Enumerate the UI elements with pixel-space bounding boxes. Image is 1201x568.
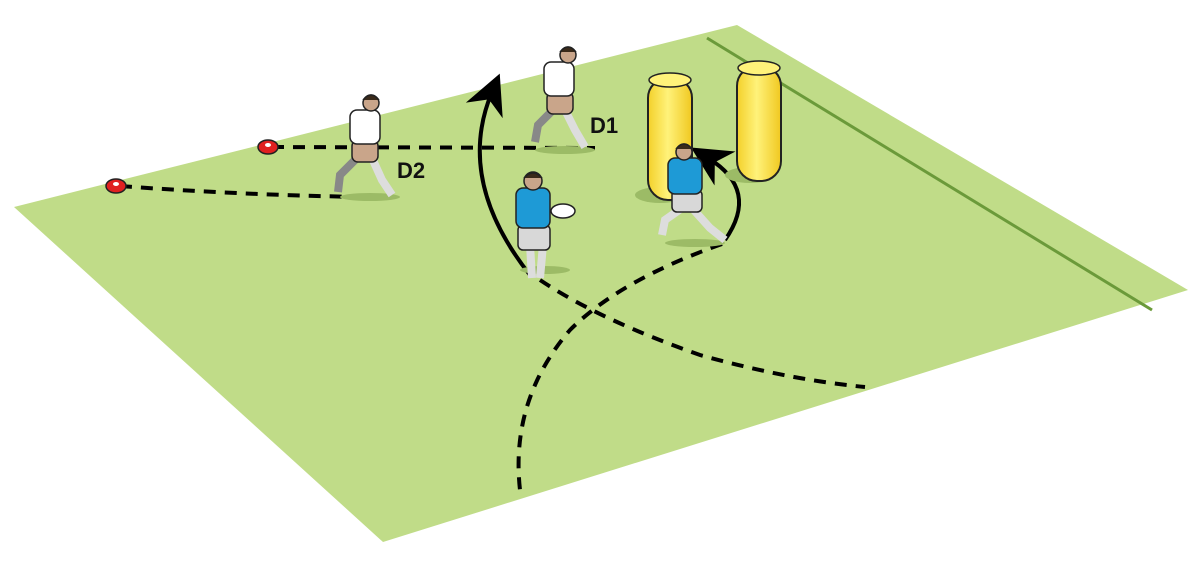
cone (257, 139, 279, 155)
d1-run-path (271, 145, 596, 150)
pitch (14, 25, 1188, 542)
defender-d2 (334, 94, 400, 201)
label-d2: D2 (397, 158, 425, 183)
d2-run-path (119, 184, 366, 199)
attacker1-run-path (538, 278, 866, 389)
pass-arc-arrow (465, 73, 532, 277)
rugby-ball-icon (550, 203, 576, 219)
label-d1: D1 (590, 113, 618, 138)
support-arc-arrow (690, 147, 741, 242)
defender-d1 (531, 46, 595, 154)
cone (105, 178, 127, 194)
tackle-bag (725, 60, 782, 183)
attacker2-run-path (516, 242, 723, 491)
attacker-ball-carrier (515, 171, 576, 279)
attacker-support-runner (658, 143, 728, 247)
